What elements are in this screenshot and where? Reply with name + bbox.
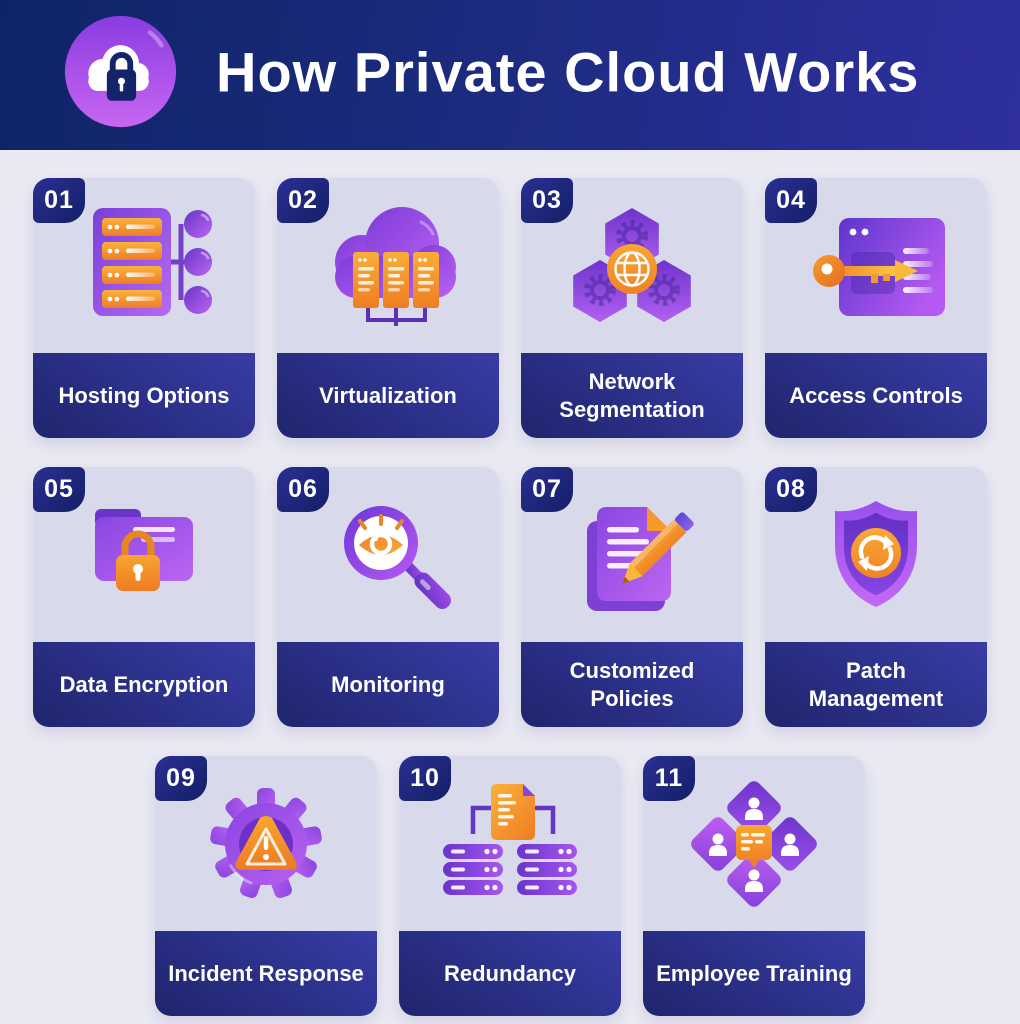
card-number: 09: [166, 764, 196, 792]
card-label: Virtualization: [277, 353, 499, 438]
card-label-text: Hosting Options: [58, 382, 230, 408]
card-number-badge: 10: [399, 756, 451, 801]
card-number: 07: [532, 475, 562, 503]
card-label: Network Segmentation: [521, 353, 743, 438]
card-label: Monitoring: [277, 642, 499, 727]
card-number-badge: 05: [33, 467, 85, 512]
card-data-encryption: 05 Data Encryption: [33, 467, 255, 727]
card-label-text: Incident Response: [168, 960, 364, 986]
header-banner: How Private Cloud Works: [0, 0, 1020, 150]
card-virtualization: 02: [277, 178, 499, 438]
file-server-stacks-icon: [443, 783, 577, 895]
card-icon-area: 01: [33, 178, 255, 353]
card-number: 10: [410, 764, 440, 792]
card-incident-response: 09: [155, 756, 377, 1016]
card-label: Customized Policies: [521, 642, 743, 727]
card-label-text: Redundancy: [443, 960, 577, 986]
cloud-servers-icon: [335, 206, 456, 326]
card-label: Incident Response: [155, 931, 377, 1016]
card-label-text: Network Segmentation: [559, 369, 705, 422]
card-patch-management: 08 Patch Management: [765, 467, 987, 727]
card-label-text: Employee Training: [656, 960, 852, 986]
documents-pencil-icon: [587, 506, 694, 611]
card-label-text: Virtualization: [319, 382, 457, 408]
card-label-text: Data Encryption: [59, 671, 229, 697]
card-row-2: 05 Data Encryption 06: [0, 467, 1020, 727]
card-number: 11: [654, 764, 684, 792]
card-icon-area: 08: [765, 467, 987, 642]
card-label: Access Controls: [765, 353, 987, 438]
card-label-text: Monitoring: [331, 671, 445, 697]
card-number: 01: [44, 186, 74, 214]
card-icon-area: 05: [33, 467, 255, 642]
card-icon-area: 03: [521, 178, 743, 353]
page-title: How Private Cloud Works: [216, 40, 920, 104]
card-network-segmentation: 03: [521, 178, 743, 438]
card-row-3: 09: [0, 756, 1020, 1016]
server-network-icon: [93, 207, 212, 316]
card-icon-area: 11: [643, 756, 865, 931]
card-number: 03: [532, 186, 562, 214]
hexagon-gears-globe-icon: [573, 207, 691, 322]
card-number-badge: 09: [155, 756, 207, 801]
card-number-badge: 02: [277, 178, 329, 223]
card-label: Data Encryption: [33, 642, 255, 727]
card-redundancy: 10: [399, 756, 621, 1016]
card-number: 02: [288, 186, 318, 214]
folder-padlock-icon: [95, 508, 193, 591]
card-customized-policies: 07: [521, 467, 743, 727]
card-icon-area: 06: [277, 467, 499, 642]
card-icon-area: 07: [521, 467, 743, 642]
shield-refresh-icon: [835, 500, 917, 607]
card-hosting-options: 01: [33, 178, 255, 438]
key-window-icon: [813, 217, 945, 316]
card-number-badge: 01: [33, 178, 85, 223]
card-number-badge: 03: [521, 178, 573, 223]
card-label-text: Customized Policies: [569, 658, 695, 711]
cloud-lock-icon: [64, 15, 177, 128]
card-number: 04: [776, 186, 806, 214]
card-label: Redundancy: [399, 931, 621, 1016]
card-icon-area: 09: [155, 756, 377, 931]
card-employee-training: 11: [643, 756, 865, 1016]
magnifier-eye-icon: [344, 505, 452, 609]
people-chat-icon: [691, 780, 817, 907]
gear-warning-icon: [210, 787, 322, 898]
card-row-1: 01: [0, 178, 1020, 438]
card-icon-area: 04: [765, 178, 987, 353]
card-number: 05: [44, 475, 74, 503]
card-monitoring: 06: [277, 467, 499, 727]
card-number-badge: 08: [765, 467, 817, 512]
card-label-text: Access Controls: [789, 382, 963, 408]
card-number: 08: [776, 475, 806, 503]
card-label: Employee Training: [643, 931, 865, 1016]
card-label: Hosting Options: [33, 353, 255, 438]
card-number-badge: 07: [521, 467, 573, 512]
card-access-controls: 04: [765, 178, 987, 438]
card-number-badge: 11: [643, 756, 695, 801]
card-icon-area: 02: [277, 178, 499, 353]
card-number: 06: [288, 475, 318, 503]
card-label: Patch Management: [765, 642, 987, 727]
card-icon-area: 10: [399, 756, 621, 931]
card-number-badge: 04: [765, 178, 817, 223]
card-number-badge: 06: [277, 467, 329, 512]
card-label-text: Patch Management: [808, 658, 944, 711]
